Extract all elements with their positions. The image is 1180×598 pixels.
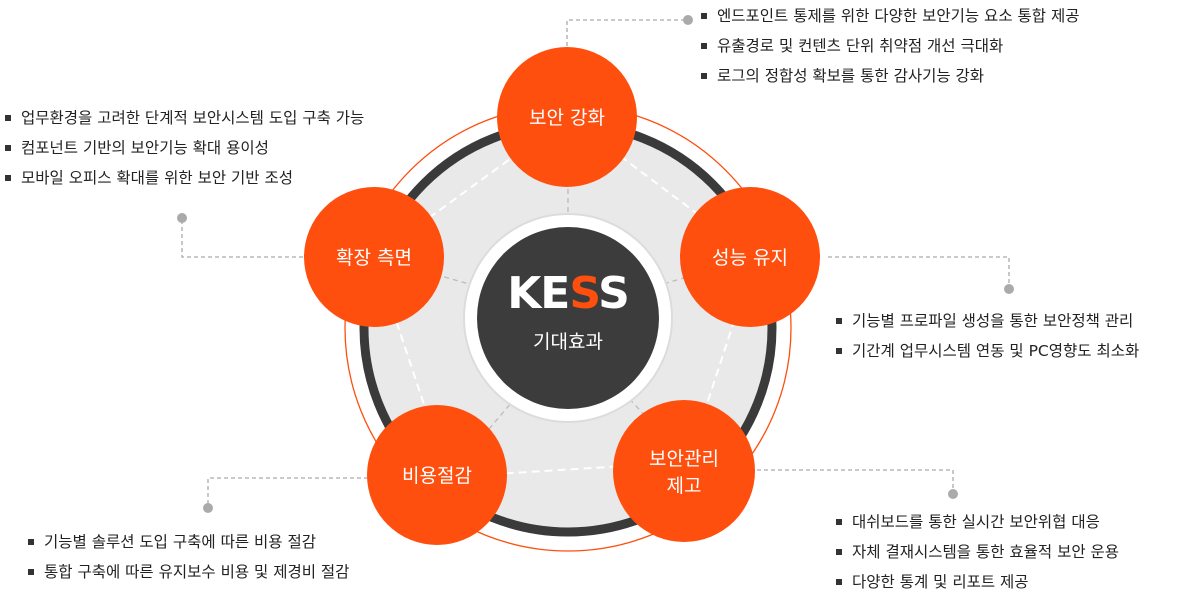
node-circle-management [613, 400, 755, 542]
bullets-management: 대쉬보드를 통한 실시간 보안위협 대응 자체 결재시스템을 통한 효율적 보안… [834, 507, 1119, 597]
bullet-item: 기간계 업무시스템 연동 및 PC영향도 최소화 [834, 336, 1139, 366]
bullet-item: 자체 결재시스템을 통한 효율적 보안 운용 [834, 537, 1119, 567]
connector-dot-extension [177, 213, 187, 223]
bullet-item: 대쉬보드를 통한 실시간 보안위협 대응 [834, 507, 1119, 537]
connector-dot-security [683, 15, 693, 25]
bullet-item: 기능별 프로파일 생성을 통한 보안정책 관리 [834, 306, 1139, 336]
connector-extension [181, 218, 303, 258]
bullet-item: 모바일 오피스 확대를 위한 보안 기반 조성 [3, 163, 364, 193]
connector-dot-performance [1004, 284, 1014, 294]
node-label-security: 보안 강화 [529, 107, 605, 129]
node-label-management-line1: 보안관리 [649, 448, 719, 470]
connector-performance [828, 256, 1010, 289]
bullet-item: 유출경로 및 컨텐츠 단위 취약점 개선 극대화 [699, 31, 1079, 61]
node-label-extension: 확장 측면 [336, 247, 412, 269]
connector-dot-management [948, 489, 958, 499]
bullets-cost: 기능별 솔루션 도입 구축에 따른 비용 절감 통합 구축에 따른 유지보수 비… [26, 527, 349, 587]
bullet-item: 엔드포인트 통제를 위한 다양한 보안기능 요소 통합 제공 [699, 1, 1079, 31]
bullet-item: 통합 구축에 따른 유지보수 비용 및 제경비 절감 [26, 557, 349, 587]
node-label-performance: 성능 유지 [712, 247, 788, 269]
node-circle-security [497, 47, 637, 187]
node-label-management-line2: 제고 [667, 475, 702, 497]
center-subtitle: 기대효과 [533, 331, 603, 353]
bullet-item: 기능별 솔루션 도입 구축에 따른 비용 절감 [26, 527, 349, 557]
node-circle-performance [680, 187, 820, 327]
center-circle [477, 227, 659, 409]
bullets-performance: 기능별 프로파일 생성을 통한 보안정책 관리 기간계 업무시스템 연동 및 P… [834, 306, 1139, 366]
connector-dots [177, 15, 1014, 513]
bullet-item: 업무환경을 고려한 단계적 보안시스템 도입 구축 가능 [3, 103, 364, 133]
node-cost: 비용절감 [367, 405, 507, 545]
node-performance: 성능 유지 [680, 187, 820, 327]
connector-dot-cost [203, 503, 213, 513]
node-extension: 확장 측면 [304, 187, 444, 327]
node-management: 보안관리 제고 [613, 400, 755, 542]
bullets-extension: 업무환경을 고려한 단계적 보안시스템 도입 구축 가능 컴포넌트 기반의 보안… [3, 103, 364, 193]
node-security: 보안 강화 [497, 47, 637, 187]
bullet-item: 컴포넌트 기반의 보안기능 확대 용이성 [3, 133, 364, 163]
bullet-item: 로그의 정합성 확보를 통한 감사기능 강화 [699, 61, 1079, 91]
node-circle-extension [304, 187, 444, 327]
node-circle-cost [367, 405, 507, 545]
connector-cost [207, 477, 375, 508]
center-title: KESS [507, 268, 629, 319]
bullet-item: 다양한 통계 및 리포트 제공 [834, 567, 1119, 597]
node-label-cost: 비용절감 [402, 465, 472, 487]
connector-management [757, 469, 954, 494]
bullets-security: 엔드포인트 통제를 위한 다양한 보안기능 요소 통합 제공 유출경로 및 컨텐… [699, 1, 1079, 91]
